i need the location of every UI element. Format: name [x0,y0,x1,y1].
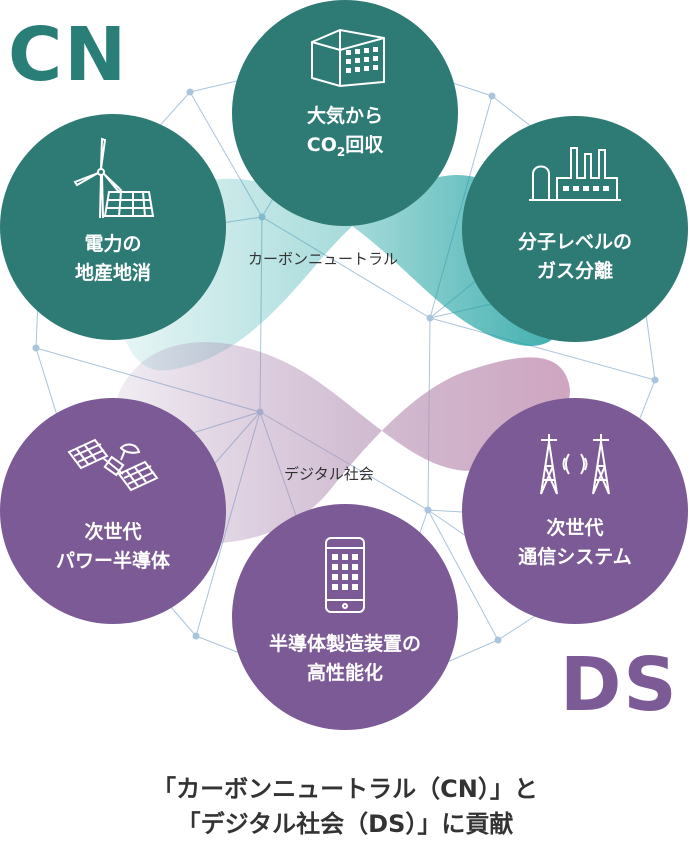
node-co2-capture: 大気から CO2回収 [232,0,458,226]
building-icon [311,28,385,88]
wind-solar-icon [73,137,155,219]
factory-icon [529,147,621,201]
node-label-line1: 電力の [84,233,142,255]
node-label-line1: 分子レベルの [517,231,632,253]
node-label-line1: 次世代 [546,517,604,539]
antenna-tower-icon [540,434,610,495]
node-label-line2: 高性能化 [306,662,383,684]
network-node [32,344,40,352]
network-node [651,376,659,384]
ds-heading: DS [560,642,679,728]
node-label-line2: CO2回収 [306,134,384,159]
node-label-line1: 次世代 [84,521,142,543]
network-node [424,506,432,514]
network-node [494,636,502,644]
network-node [426,314,434,322]
network-node [488,92,496,100]
ds-band [111,342,571,544]
network-line [427,509,499,641]
smartphone-icon [325,537,365,613]
node-label-line2: 地産地消 [74,262,151,284]
caption: 「カーボンニュートラル（CN）」と 「デジタル社会（DS）」に貢献 [0,772,690,842]
node-label-line2: パワー半導体 [55,550,170,572]
network-node [192,632,200,640]
node-label-line1: 半導体製造装置の [268,633,421,655]
ds-band-label: デジタル社会 [284,465,374,483]
node-communication: 次世代 通信システム [462,398,688,624]
node-label-line2: 通信システム [518,546,632,568]
network-node [186,88,194,96]
cn-band [116,175,568,371]
cn-band-label: カーボンニュートラル [248,250,399,268]
network-line [429,317,656,381]
caption-line1: 「カーボンニュートラル（CN）」と [152,775,538,803]
node-local-energy: 電力の 地産地消 [0,114,226,340]
satellite-icon [67,438,159,492]
caption-line2: 「デジタル社会（DS）」に貢献 [176,810,514,838]
node-semiconductor-equipment: 半導体製造装置の 高性能化 [232,504,458,730]
node-label-line2: ガス分離 [536,260,613,282]
node-gas-separation: 分子レベルの ガス分離 [462,116,688,342]
node-power-semiconductor: 次世代 パワー半導体 [0,398,226,624]
cn-heading: CN [8,12,129,98]
node-label-line1: 大気から [306,105,383,127]
